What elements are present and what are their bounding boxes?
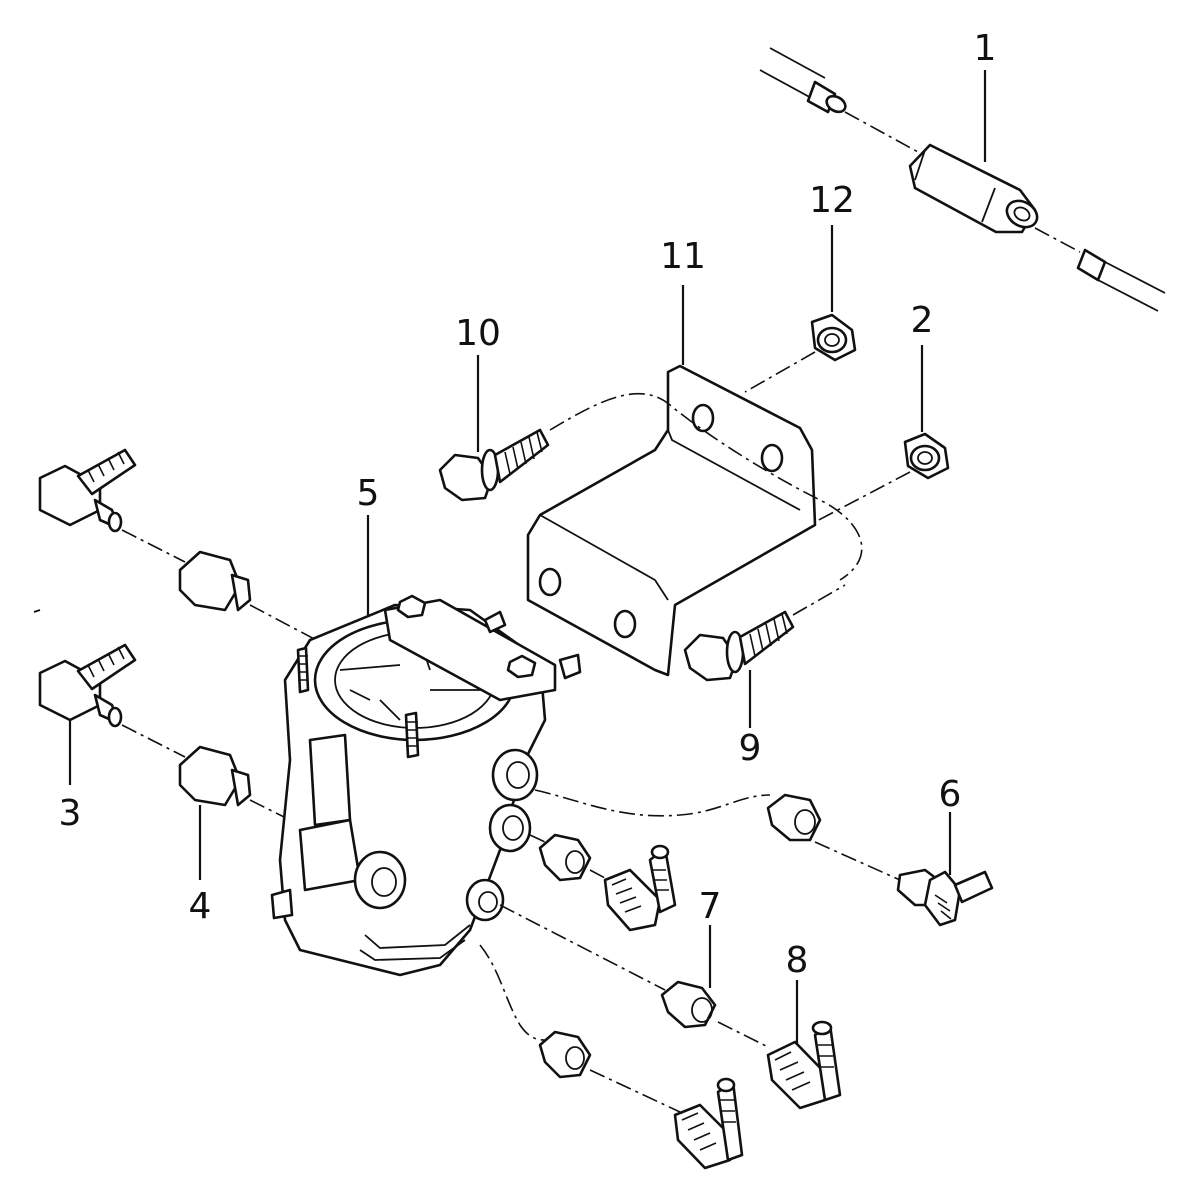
part-4-hex-plug-lower <box>178 745 301 826</box>
part-9-bolt <box>683 584 846 682</box>
fitting-pair-middle <box>529 833 677 932</box>
part-5-valve-body <box>270 594 582 977</box>
part-4-hex-plug-upper <box>178 550 321 643</box>
callout-4: 4 <box>189 886 212 927</box>
part-7-fitting <box>499 904 771 1049</box>
part-6-fitting-elbow <box>534 789 994 927</box>
part-1-inline-connector <box>759 47 1166 312</box>
part-3-elbow-fitting-lower <box>38 643 186 758</box>
callout-11: 11 <box>660 236 706 277</box>
leader-lines <box>68 70 987 1045</box>
callout-8: 8 <box>786 940 809 981</box>
callout-3: 3 <box>59 793 82 834</box>
part-11-mounting-bracket <box>526 364 817 677</box>
callout-6: 6 <box>939 774 962 815</box>
callout-2: 2 <box>911 300 934 341</box>
callout-1: 1 <box>974 28 997 69</box>
callout-labels: 1 2 3 4 5 6 7 8 9 10 11 12 <box>59 28 997 981</box>
callout-9: 9 <box>739 728 762 769</box>
part-3-elbow-fitting-upper <box>38 448 186 563</box>
callout-10: 10 <box>455 313 501 354</box>
stray-mark <box>33 609 41 613</box>
callout-5: 5 <box>357 473 380 514</box>
callout-12: 12 <box>809 180 855 221</box>
part-12-flange-nut <box>744 313 857 393</box>
part-2-flange-nut <box>814 432 950 523</box>
part-8-elbow-fitting <box>766 1020 842 1110</box>
fitting-pair-lower <box>479 944 744 1170</box>
part-10-bolt <box>438 392 863 581</box>
callout-7: 7 <box>699 886 722 927</box>
